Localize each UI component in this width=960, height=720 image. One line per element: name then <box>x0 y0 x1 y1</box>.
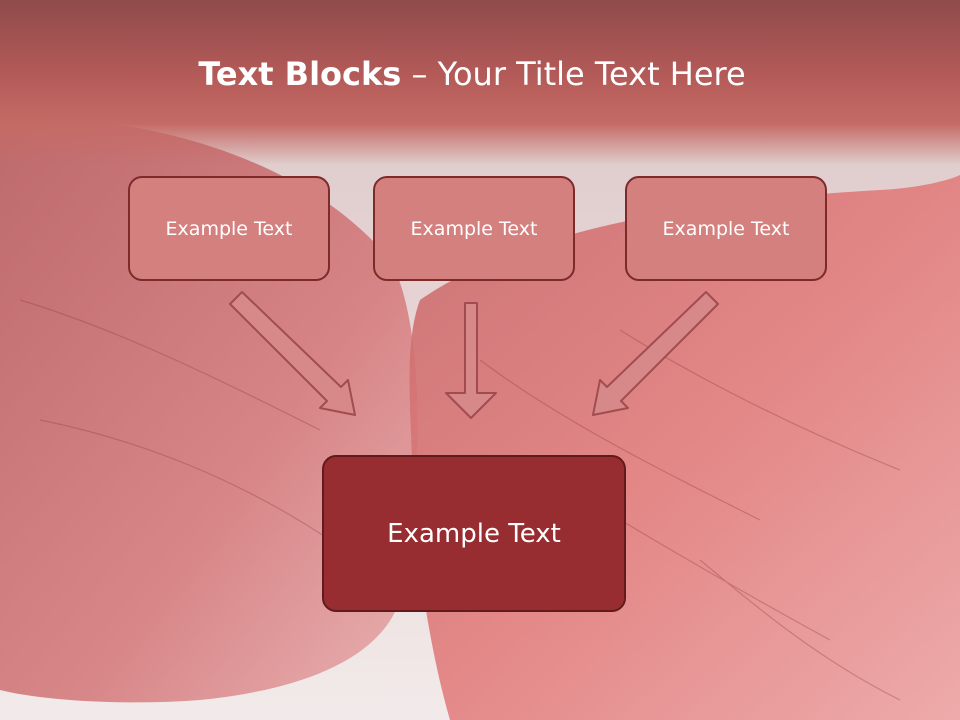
slide-title[interactable]: Text Blocks – Your Title Text Here <box>0 52 944 96</box>
text-block-left-label: Example Text <box>165 217 293 240</box>
arrow-down-center <box>445 302 497 419</box>
text-block-right[interactable]: Example Text <box>625 176 827 281</box>
text-block-bottom[interactable]: Example Text <box>322 455 626 612</box>
title-dash: – <box>401 55 438 93</box>
text-block-right-label: Example Text <box>662 217 790 240</box>
text-block-bottom-label: Example Text <box>387 518 561 549</box>
title-bold-text: Text Blocks <box>198 55 402 93</box>
arrow-diagonal-right <box>592 291 719 416</box>
petal-vein-pattern <box>19 299 901 701</box>
text-block-center[interactable]: Example Text <box>373 176 575 281</box>
title-band <box>0 0 960 165</box>
arrow-diagonal-left <box>229 291 356 416</box>
text-block-center-label: Example Text <box>410 217 538 240</box>
title-rest-text: Your Title Text Here <box>437 55 746 93</box>
text-block-left[interactable]: Example Text <box>128 176 330 281</box>
